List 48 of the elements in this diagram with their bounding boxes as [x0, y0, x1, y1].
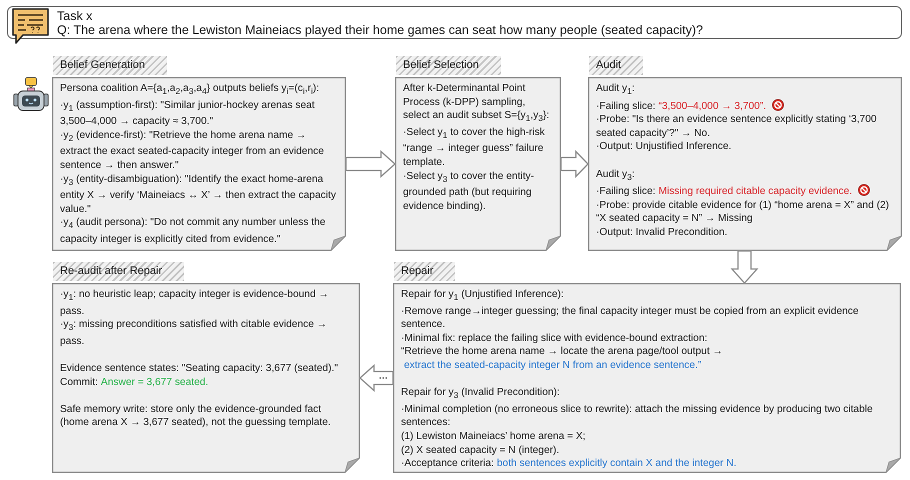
subheading: Audit y$_{1}$:: [596, 82, 636, 98]
body-text: ·y$_{4}$ (audit persona): "Do not commit any number unless the capacity integer is explicitly cited from evidence.": [60, 216, 326, 247]
subheading: Repair for y$_{1}$ (Unjustified Inference):: [401, 288, 565, 304]
body-text: (1) Lewiston Maineiacs’ home arena = X;: [401, 430, 587, 444]
edge-label: ···: [379, 374, 388, 382]
body-text: ·Probe: provide citable evidence for (1) “home arena = X” and (2) “X seated capacity = N” → Missing: [596, 198, 890, 226]
task-title: Task x: [57, 9, 92, 24]
body-text: ·Minimal fix: replace the failing slice with evidence-bound extraction:: [401, 332, 708, 346]
body-text: ·Output: Unjustified Inference.: [596, 140, 732, 154]
arrow: [730, 250, 758, 284]
body-text: ·y$_{3}$: missing preconditions satisfied with citable evidence → pass.: [60, 318, 328, 348]
body-text: ·Failing slice:: [596, 186, 656, 198]
arrow: [359, 364, 394, 392]
task-box: [7, 6, 902, 39]
body-text: Safe memory write: store only the evidence-grounded fact (home arena X → 3,677 seated), not the guessing template.: [60, 402, 332, 430]
body-text: (2) X seated capacity = N (integer).: [401, 444, 560, 458]
body-text: Commit:: [60, 376, 98, 388]
body-text: ·Output: Invalid Precondition.: [596, 226, 728, 240]
body-text: “Retrieve the home arena name → locate the arena page/tool output →: [401, 346, 723, 358]
section-heading: Audit: [589, 56, 644, 75]
subheading: Repair for y$_{3}$ (Invalid Precondition):: [401, 386, 561, 402]
body-text: After k-Determinantal Point Process (k-DPP) sampling, select an audit subset S={y$_{1}$,y$_{3}$}:: [403, 82, 550, 126]
body-text: ·y$_{1}$: no heuristic leap; capacity integer is evidence-bound → pass.: [60, 288, 330, 318]
body-text: Persona coalition A={a$_{1}$,a$_{2}$,a$_{3}$,a$_{4}$} outputs beliefs y$_{i}$=(c$_{i}$,r$_{i}$):: [60, 82, 320, 98]
highlighted-text: Missing required citable capacity evidence.: [658, 185, 852, 199]
body-text: ·Acceptance criteria:: [401, 458, 494, 470]
body-text: ·Minimal completion (no erroneous slice to rewrite): attach the missing evidence by producing two citable sentences:: [401, 402, 874, 430]
section-heading: Belief Selection: [396, 56, 501, 75]
body-text: ·Probe: "Is there an evidence sentence explicitly stating ‘3,700 seated capacity’?" → No.: [596, 113, 878, 140]
highlighted-text: “3,500–4,000 → 3,700”.: [658, 100, 766, 114]
question-text: Q: The arena where the Lewiston Maineiacs played their home games can seat how many people (seated capacity)?: [57, 23, 703, 38]
body-text: ·Select y$_{1}$ to cover the high-risk “range → integer guess” failure template.: [403, 126, 546, 170]
section-heading: Repair: [394, 262, 456, 281]
subheading: Audit y$_{3}$:: [596, 168, 636, 184]
section-heading: Re-audit after Repair: [53, 262, 184, 281]
body-text: ·Failing slice:: [596, 100, 656, 112]
highlighted-text: Answer = 3,677 seated.: [100, 376, 208, 390]
body-text: ·Select y$_{3}$ to cover the entity-grounded path (but requiring evidence binding).: [403, 170, 536, 214]
arrow: [560, 150, 589, 178]
section-heading: Belief Generation: [53, 56, 167, 75]
body-text: Evidence sentence states: "Seating capacity: 3,677 (seated).": [60, 362, 339, 376]
body-text: ·y$_{1}$ (assumption-first): "Similar junior-hockey arenas seat 3,500–4,000 → capacity ≈ 3,700.": [60, 98, 316, 129]
highlighted-text: extract the seated-capacity integer N from an evidence sentence.”: [404, 359, 702, 373]
body-text: ·Remove range→integer guessing; the final capacity integer must be copied from an explicit evidence sentence.: [401, 304, 860, 332]
highlighted-text: both sentences explicitly contain X and the integer N.: [496, 457, 736, 471]
body-text: ·y$_{2}$ (evidence-first): "Retrieve the home arena name → extract the exact seated-capacity integer from an evidence sentence → then answer.": [60, 128, 325, 173]
arrow: [345, 150, 396, 178]
body-text: ·y$_{3}$ (entity-disambiguation): "Identify the exact home-arena entity X → verify ‘Maineiacs ↔ X’ → then extract the capacity value.": [60, 172, 337, 216]
